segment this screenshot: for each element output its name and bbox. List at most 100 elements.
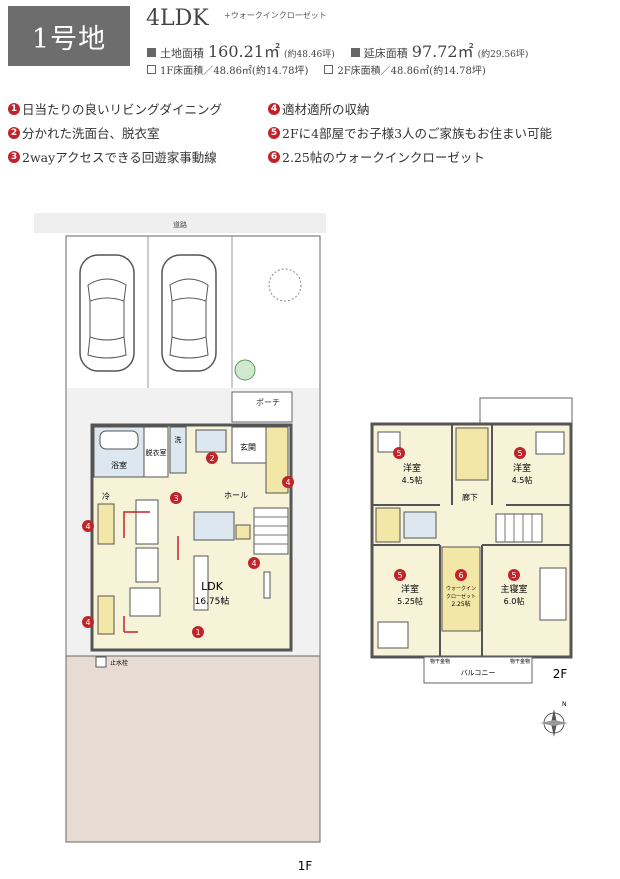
washroom bbox=[169, 426, 187, 474]
floor-label-2f: 2F bbox=[553, 667, 568, 681]
f1-area: 1F床面積／48.86㎡(約14.78坪) bbox=[160, 66, 309, 77]
room-b-label: 洋室 bbox=[513, 462, 531, 474]
plan-1f: 道路 ポーチ 浴室 脱衣室 洗 玄関 ホール bbox=[34, 213, 326, 873]
closet-2f bbox=[455, 427, 489, 481]
plant-icon bbox=[268, 268, 302, 302]
corridor-label: 廊下 bbox=[462, 492, 478, 502]
tree-icon bbox=[234, 359, 256, 381]
svg-text:5: 5 bbox=[517, 449, 522, 458]
bed-icon bbox=[535, 431, 565, 455]
kitchen-counter bbox=[135, 499, 159, 545]
room-a-size: 4.5帖 bbox=[402, 475, 423, 485]
storage-label-1: 物干金物 bbox=[430, 658, 450, 665]
square-bullet-icon bbox=[147, 48, 156, 57]
toilet-2f bbox=[403, 511, 437, 539]
entrance-label: 玄関 bbox=[240, 442, 256, 452]
garden bbox=[65, 655, 321, 843]
marker-5: 5 bbox=[394, 569, 406, 581]
area-row-main: 土地面積 160.21㎡ (約48.46坪) 延床面積 97.72㎡ (約29.… bbox=[147, 38, 528, 62]
svg-text:5: 5 bbox=[397, 571, 402, 580]
feature-number: 4 bbox=[268, 102, 280, 115]
floor-area-value: 97.72㎡ bbox=[411, 42, 474, 61]
svg-text:5: 5 bbox=[396, 449, 401, 458]
land-area-label: 土地面積 bbox=[160, 47, 204, 60]
room-b-size: 4.5帖 bbox=[512, 475, 533, 485]
washbasin bbox=[193, 511, 235, 541]
room-a-label: 洋室 bbox=[403, 462, 421, 474]
wash-label: 洗 bbox=[175, 435, 182, 444]
dressing-room bbox=[143, 426, 169, 478]
marker-4: 4 bbox=[82, 520, 94, 532]
svg-text:4: 4 bbox=[85, 522, 90, 531]
floor-area-label: 延床面積 bbox=[363, 47, 408, 60]
wic-size: 2.25帖 bbox=[451, 600, 470, 608]
marker-1: 1 bbox=[192, 626, 204, 638]
room-c-label: 洋室 bbox=[401, 583, 419, 595]
marker-6: 6 bbox=[455, 569, 467, 581]
floor-label-1f: 1F bbox=[298, 859, 313, 873]
feature-number: 1 bbox=[8, 102, 20, 115]
plan-type: 4LDK bbox=[146, 6, 209, 31]
bed-icon bbox=[539, 567, 567, 621]
porch bbox=[231, 391, 293, 423]
land-area-value: 160.21㎡ bbox=[208, 42, 280, 61]
walls-2f bbox=[372, 424, 571, 657]
marker-5: 5 bbox=[508, 569, 520, 581]
compass-icon: N bbox=[540, 701, 568, 737]
road-label: 道路 bbox=[173, 220, 187, 229]
square-outline-icon bbox=[147, 65, 156, 74]
svg-text:6: 6 bbox=[458, 571, 463, 580]
marker-2: 2 bbox=[206, 452, 218, 464]
master-label: 主寝室 bbox=[500, 583, 527, 595]
closet-2f bbox=[375, 507, 401, 543]
svg-text:2: 2 bbox=[209, 454, 214, 463]
stairs-2f bbox=[495, 513, 543, 543]
entrance bbox=[231, 426, 273, 464]
lot-badge: 1号地 bbox=[8, 6, 130, 66]
marker-5: 5 bbox=[514, 447, 526, 459]
porch-label: ポーチ bbox=[256, 398, 280, 407]
dressing-label: 脱衣室 bbox=[146, 448, 167, 457]
floor-area-tsubo: (約29.56坪) bbox=[477, 50, 529, 60]
feature-text: 日当たりの良いリビングダイニング bbox=[22, 102, 223, 117]
room-c-size: 5.25帖 bbox=[397, 596, 423, 606]
marker-4: 4 bbox=[248, 557, 260, 569]
feature-text: 2Fに4部屋でお子様3人のご家族もお住まい可能 bbox=[282, 126, 553, 141]
f2-area: 2F床面積／48.86㎡(約14.78坪) bbox=[337, 66, 486, 77]
svg-text:4: 4 bbox=[251, 559, 256, 568]
svg-text:4: 4 bbox=[285, 478, 290, 487]
master-size: 6.0帖 bbox=[504, 596, 525, 606]
balcony bbox=[423, 656, 533, 684]
feature-text: 2.25帖のウォークインクローゼット bbox=[282, 150, 485, 165]
dining-table bbox=[129, 587, 161, 617]
sofa bbox=[193, 555, 209, 611]
feature-text: 2wayアクセスできる回遊家事動線 bbox=[22, 150, 217, 165]
bath-label: 浴室 bbox=[111, 460, 127, 470]
bed-icon bbox=[377, 621, 409, 649]
circulation-arrows bbox=[123, 511, 179, 633]
svg-text:1: 1 bbox=[195, 628, 200, 637]
lot-label: 1号地 bbox=[31, 23, 107, 55]
shoe-storage bbox=[265, 426, 289, 494]
feature-number: 6 bbox=[268, 150, 280, 163]
marker-4: 4 bbox=[82, 616, 94, 628]
plan-2f: 洋室 4.5帖 洋室 4.5帖 洋室 5.25帖 主寝室 6.0帖 ウォークイン… bbox=[370, 397, 573, 737]
feature-number: 2 bbox=[8, 126, 20, 139]
hall-label: ホール bbox=[224, 491, 248, 500]
toilet bbox=[195, 429, 227, 453]
feature-text: 分かれた洗面台、脱衣室 bbox=[22, 126, 160, 141]
bathtub-icon bbox=[99, 430, 139, 450]
wic-label-2: クローゼット bbox=[446, 593, 476, 600]
ldk-label: LDK bbox=[201, 580, 224, 593]
feature-number: 3 bbox=[8, 150, 20, 163]
pantry bbox=[97, 503, 115, 545]
roof-line bbox=[479, 397, 573, 425]
svg-text:4: 4 bbox=[85, 618, 90, 627]
feature-text: 適材適所の収納 bbox=[282, 102, 370, 117]
marker-5: 5 bbox=[393, 447, 405, 459]
